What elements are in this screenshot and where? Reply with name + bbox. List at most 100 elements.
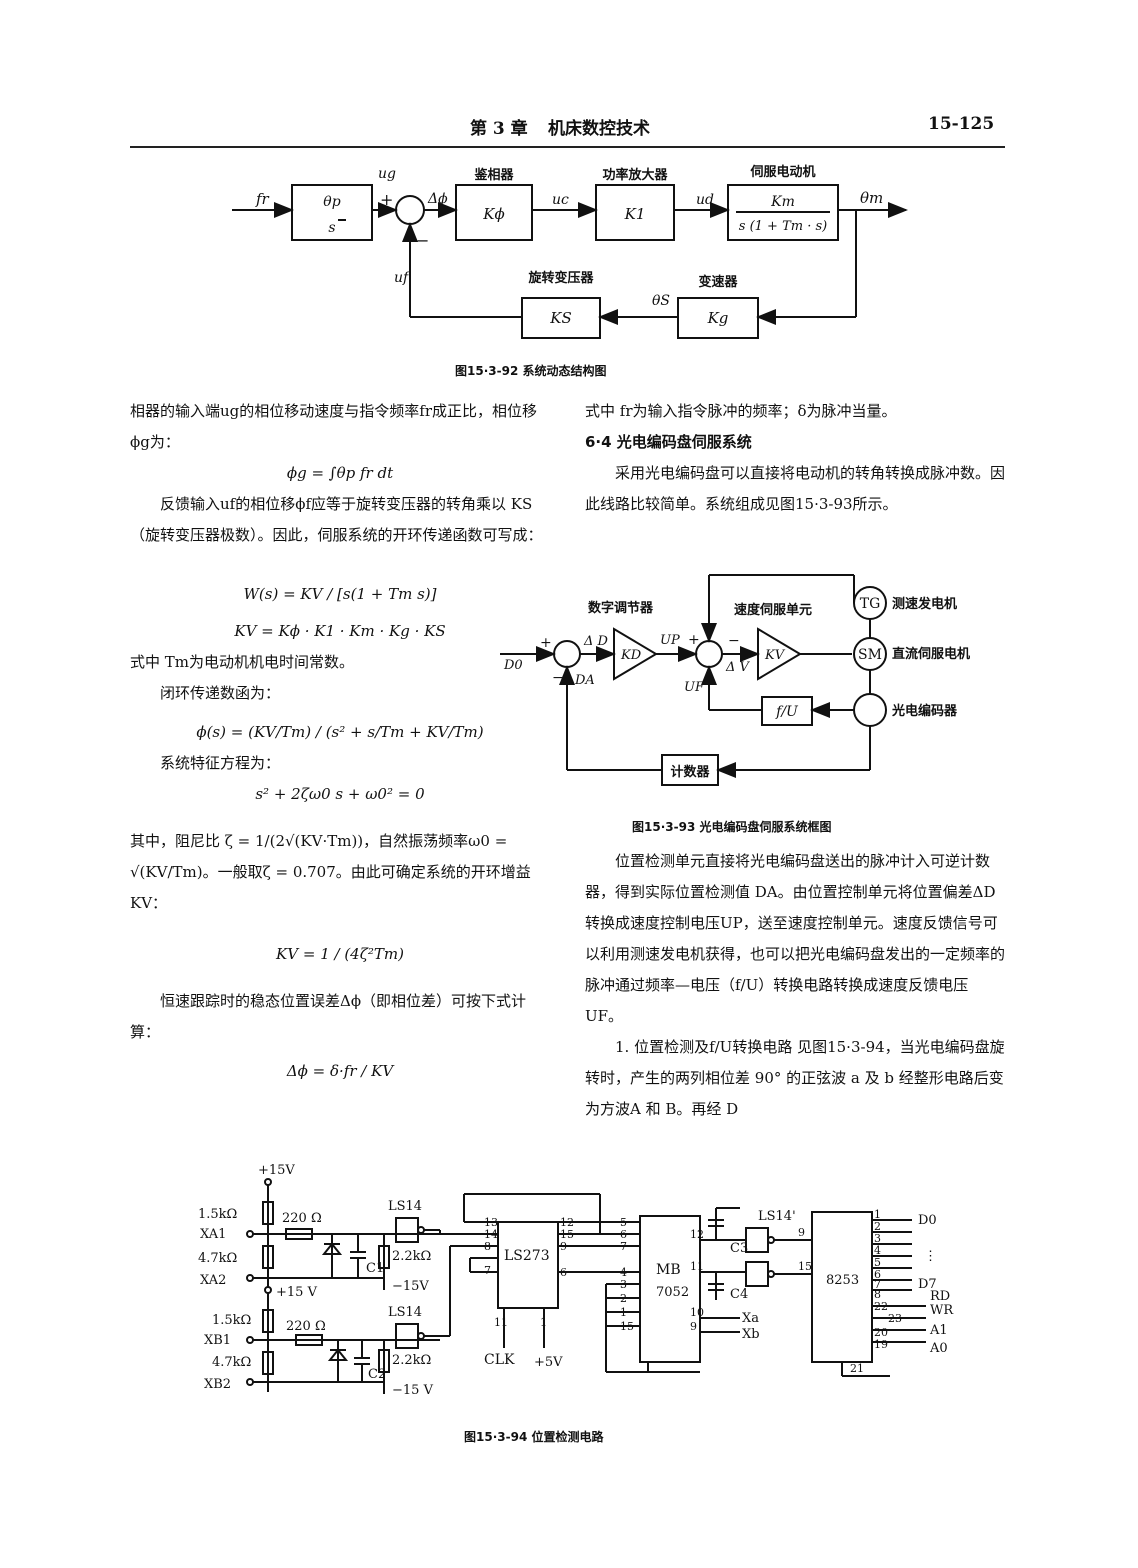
fig94-pin-number: 10 (690, 1306, 704, 1319)
fig94-ls14a-label: LS14 (388, 1199, 422, 1214)
fig93-regulator-label: 数字调节器 (588, 600, 654, 616)
fig94-r4-label: 2.2kΩ (392, 1249, 431, 1264)
chapter-title: 机床数控技术 (548, 119, 650, 139)
fig93-minus-sign-b: − (728, 633, 740, 649)
fig94-pin-number: 8 (874, 1288, 881, 1301)
fig93-caption: 图15·3-93 光电编码盘伺服系统框图 (632, 820, 832, 834)
fig94-pin-number: 15 (560, 1228, 574, 1241)
fig94-a0-label: A0 (929, 1341, 948, 1356)
fig94-r7-label: 4.7kΩ (212, 1355, 251, 1370)
left-para-6: 其中，阻尼比 ζ = 1/(2√(KV·Tm))，自然振荡频率ω0 = √(KV… (130, 832, 531, 912)
fig94-r3-label: 4.7kΩ (198, 1251, 237, 1266)
fig94-rd-label: RD (930, 1289, 950, 1304)
fig94-pin-number: 3 (874, 1232, 881, 1245)
fig94-d7-label: D7 (918, 1277, 937, 1292)
fig94-pin-number: 12 (560, 1216, 574, 1229)
fig94-pin-number: 9 (560, 1240, 567, 1253)
fig93-counter-block: 计数器 (670, 764, 710, 780)
fig94-c2-label: C2 (368, 1367, 386, 1382)
fig92-minus-sign: − (416, 231, 429, 250)
fig94-pin-number: 4 (874, 1244, 881, 1257)
right-column-top: 式中 fr为输入指令脉冲的频率；δ为脉冲当量。 6·4 光电编码盘伺服系统 采用… (585, 396, 1005, 520)
fig93-d0-label: D0 (503, 658, 523, 673)
equation-closed-loop: ϕ(s) = (KV/Tm) / (s² + s/Tm + KV/Tm) (196, 723, 484, 741)
fig93-up-label: UP (660, 633, 680, 648)
fig93-minus-sign-a: − (552, 670, 564, 686)
fig94-pin-number: 9 (690, 1320, 697, 1333)
fig94-8253-chip: 8253 (826, 1273, 859, 1288)
fig92-motor-label: 伺服电动机 (749, 164, 815, 180)
fig94-pin-number: 5 (874, 1256, 881, 1269)
left-para-7: 恒速跟踪时的稳态位置误差Δϕ（即相位差）可按下式计算： (130, 992, 527, 1041)
fig94-xb-label: Xb (742, 1327, 760, 1342)
right-para-4: 1. 位置检测及f/U转换电路 见图15·3-94，当光电编码盘旋转时，产生的两… (585, 1038, 1005, 1118)
fig94-caption: 图15·3-94 位置检测电路 (464, 1430, 604, 1444)
left-para-2: 反馈输入uf的相位移ϕf应等于旋转变压器的转角乘以 KS（旋转变压器极数）。因此… (130, 495, 543, 544)
fig94-pin-number: 23 (888, 1312, 902, 1325)
right-para-2: 采用光电编码盘可以直接将电动机的转角转换成脉冲数。因此线路比较简单。系统组成见图… (585, 464, 1006, 513)
fig92-motor-numerator: Km (770, 194, 795, 210)
fig94-vm15a-label: −15V (392, 1279, 429, 1294)
equation-open-loop: W(s) = KV / [s(1 + Tm s)] (243, 585, 437, 603)
fig94-pin-number: 11 (494, 1316, 508, 1329)
fig94-pin-number: 1 (540, 1316, 547, 1329)
fig94-r2-label: 220 Ω (282, 1211, 322, 1226)
right-para-1: 式中 fr为输入指令脉冲的频率；δ为脉冲当量。 (585, 402, 897, 420)
fig94-pin-number: 20 (874, 1326, 888, 1339)
fig94-dots-label: ⋮ (924, 1249, 937, 1264)
fig92-integrator-denominator: s (328, 220, 335, 236)
fig93-plus-sign-b: + (688, 632, 700, 648)
fig94-r8-label: 2.2kΩ (392, 1353, 431, 1368)
fig93-dd-label: Δ D (583, 634, 609, 649)
figure-94-circuit: +15V 1.5kΩ 220 Ω XA1 4.7kΩ XA2 2.2kΩ C1 … (198, 1163, 954, 1398)
fig94-pin-number: 19 (874, 1338, 888, 1351)
fig93-sm-symbol: SM (858, 647, 882, 663)
fig94-v15-mid: +15 V (276, 1285, 318, 1300)
page-number: 15-125 (928, 114, 995, 134)
fig94-pin-number: 2 (620, 1292, 627, 1305)
right-column-bottom: 位置检测单元直接将光电编码盘送出的脉冲计入可逆计数器，得到实际位置检测值 DA。… (585, 846, 1005, 1125)
left-para-3: 式中 Tm为电动机机电时间常数。 (130, 653, 354, 671)
fig92-phase-gain: Kϕ (482, 205, 504, 223)
fig93-fu-block: f/U (775, 704, 799, 720)
left-column: 相器的输入端ug的相位移动速度与指令频率fr成正比，相位移ϕg为： ϕg = ∫… (130, 396, 550, 1087)
fig92-gear-label: 变速器 (698, 274, 738, 290)
fig94-v5-label: +5V (534, 1355, 563, 1370)
figure-93-block-diagram: 数字调节器 速度伺服单元 TG 测速发电机 SM 直流伺服电机 光电编码器 KD… (500, 574, 970, 786)
fig92-theta-s-label: θS (652, 293, 670, 309)
fig92-theta-m-label: θm (860, 189, 883, 207)
fig93-da-label: DA (574, 673, 595, 688)
fig94-pin-number: 7 (620, 1240, 627, 1253)
fig92-amplifier-gain: K1 (624, 205, 646, 223)
fig94-v15-top: +15V (258, 1163, 295, 1178)
left-para-1: 相器的输入端ug的相位移动速度与指令频率fr成正比，相位移ϕg为： (130, 402, 537, 451)
fig93-kd-gain: KD (620, 648, 642, 663)
fig94-r5-label: 1.5kΩ (212, 1313, 251, 1328)
figure-92-block-diagram: fr θp s ug + − Δϕ 鉴相器 Kϕ uc 功率放大器 K1 ud … (232, 164, 908, 339)
fig94-vm15b-label: −15 V (392, 1383, 434, 1398)
fig94-pin-number: 6 (620, 1228, 627, 1241)
fig94-xa-label: Xa (742, 1311, 759, 1326)
fig92-phase-detector-label: 鉴相器 (473, 167, 514, 183)
fig94-pin-number: 2 (874, 1220, 881, 1233)
fig94-pin-number: 9 (798, 1226, 805, 1239)
fig94-mb-chip: MB (656, 1262, 681, 1278)
fig92-amplifier-label: 功率放大器 (602, 167, 668, 183)
fig92-ug-label: ug (378, 166, 396, 182)
fig94-wr-label: WR (930, 1303, 954, 1318)
fig94-ls14c-label: LS14' (758, 1209, 796, 1224)
fig93-tg-label: 测速发电机 (892, 596, 957, 612)
fig94-ls14b-label: LS14 (388, 1305, 422, 1320)
fig92-motor-denominator: s (1 + Tm · s) (739, 219, 827, 234)
fig94-pin-number: 1 (874, 1208, 881, 1221)
fig94-xa1-label: XA1 (200, 1227, 226, 1242)
fig94-pin-number: 11 (690, 1260, 704, 1273)
fig92-resolver-gain: KS (549, 309, 571, 327)
fig94-pin-number: 14 (484, 1228, 498, 1241)
fig94-pin-number: 7 (484, 1264, 491, 1277)
fig94-pin-number: 1 (620, 1306, 627, 1319)
fig94-a1-label: A1 (929, 1323, 948, 1338)
fig92-uf-label: uf (394, 270, 411, 286)
fig92-gear-gain: Kg (707, 309, 729, 327)
fig94-pin-number: 3 (620, 1278, 627, 1291)
